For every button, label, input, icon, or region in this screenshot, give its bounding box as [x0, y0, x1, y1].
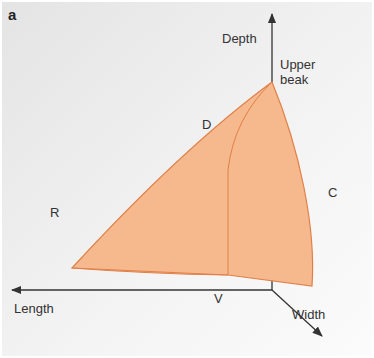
beak-bottom-edge	[72, 268, 228, 275]
edge-label: C	[328, 186, 337, 201]
edge-label: R	[50, 206, 59, 221]
beak-section-edge	[228, 82, 272, 275]
panel-letter: a	[8, 6, 16, 23]
beak-shape	[72, 82, 313, 286]
axis-label: Width	[292, 308, 325, 323]
edge-label: V	[214, 292, 223, 307]
part-label: Upper beak	[280, 58, 324, 88]
edge-label: D	[202, 118, 211, 133]
panel-ground	[2, 2, 372, 356]
axis-label: Depth	[222, 32, 257, 47]
length-axis	[12, 289, 272, 290]
axis-label: Length	[14, 302, 54, 317]
